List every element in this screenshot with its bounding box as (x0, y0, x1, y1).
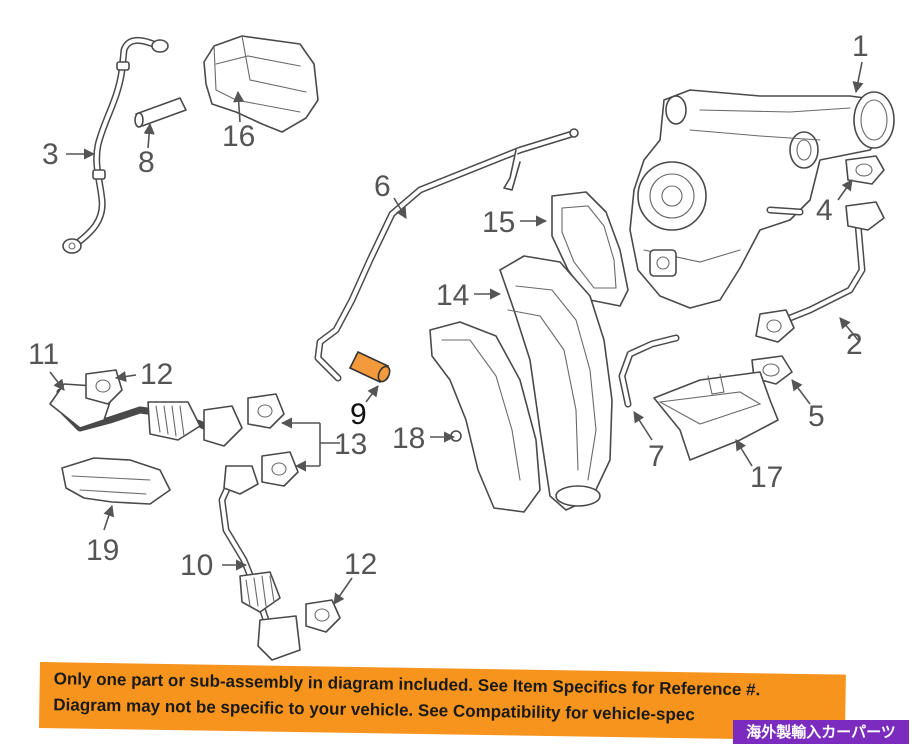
callout-9: 9 (350, 398, 367, 431)
part-6-tube (314, 128, 579, 382)
part-2-pipe (755, 201, 885, 343)
part-18-heat-shield (429, 321, 541, 513)
disclaimer-banner: Only one part or sub-assembly in diagram… (38, 662, 846, 741)
part-16-heat-shield (203, 35, 319, 133)
callout-5: 5 (808, 400, 825, 433)
part-10-egr-pipe (218, 465, 301, 661)
part-11-crossover-pipe (49, 383, 243, 447)
callout-labels: 1 2 3 4 5 6 7 8 9 10 11 12 12 13 14 15 1… (28, 30, 869, 582)
part-12-gasket-bottom (305, 599, 341, 633)
part-12-gasket-top (85, 369, 123, 405)
callout-6: 6 (374, 170, 391, 203)
part-8-hose (134, 97, 187, 128)
callout-2: 2 (846, 328, 863, 361)
part-3-oil-pipe (62, 37, 169, 254)
part-4-gasket (845, 155, 885, 185)
callout-3: 3 (42, 138, 59, 171)
callout-17: 17 (750, 461, 783, 494)
callout-18: 18 (392, 422, 425, 455)
part-9-sleeve-highlighted (348, 350, 391, 384)
callout-leaders (49, 61, 864, 605)
callout-19: 19 (86, 534, 119, 567)
part-14-manifold (499, 255, 613, 511)
callout-12-top: 12 (140, 358, 173, 391)
banner-line-2: Diagram may not be specific to your vehi… (53, 695, 695, 725)
part-1-turbocharger (629, 89, 895, 309)
callout-14: 14 (436, 279, 469, 312)
callout-7: 7 (648, 440, 665, 473)
callout-8: 8 (138, 146, 155, 179)
callout-13: 13 (334, 428, 367, 461)
watermark-label: 海外製輸入カーパーツ (733, 720, 909, 744)
part-15-gasket (551, 191, 629, 307)
part-7-hose (618, 334, 680, 408)
callout-10: 10 (180, 549, 213, 582)
callout-1: 1 (852, 30, 869, 63)
callout-4: 4 (816, 194, 833, 227)
callout-16: 16 (222, 120, 255, 153)
banner-line-1: Only one part or sub-assembly in diagram… (53, 669, 761, 700)
part-13-gaskets (247, 393, 299, 487)
callout-15: 15 (482, 206, 515, 239)
part-19-manifold (61, 457, 171, 505)
part-17-heat-shield (653, 371, 779, 461)
callout-12-bottom: 12 (344, 548, 377, 581)
callout-11: 11 (28, 338, 59, 371)
